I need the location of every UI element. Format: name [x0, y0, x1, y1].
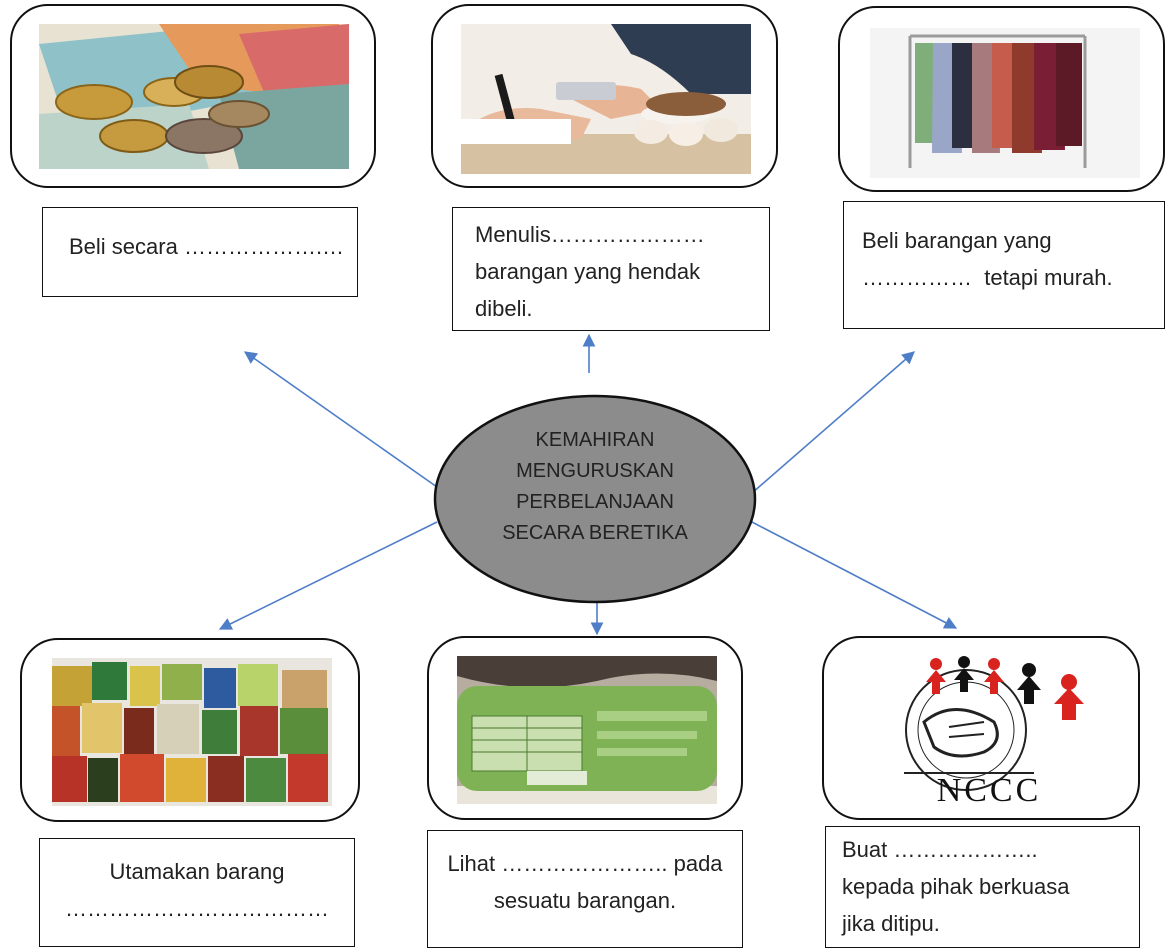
groceries-photo-icon	[52, 658, 332, 806]
central-line: PERBELANJAAN	[516, 491, 674, 513]
money-image-box	[10, 4, 376, 188]
complaint-caption-box: Buat ……………….. kepada pihak berkuasa jika…	[825, 826, 1140, 948]
central-line: KEMAHIRAN	[535, 429, 655, 451]
milk-label-photo-icon	[457, 656, 717, 804]
list-caption-line: Menulis…………………	[475, 222, 705, 247]
complaint-caption-line: Buat ………………..	[842, 837, 1038, 862]
complaint-caption-line: kepada pihak berkuasa	[842, 874, 1070, 899]
local-caption-line: Utamakan barang	[109, 859, 285, 884]
list-caption-line: barangan yang hendak	[475, 259, 701, 284]
complaint-caption-line: jika ditipu.	[842, 911, 940, 936]
central-topic-ellipse	[433, 394, 757, 604]
shopping-list-image-box	[431, 4, 778, 188]
clothes-image-box	[838, 6, 1165, 192]
list-caption-box: Menulis………………… barangan yang hendak dibe…	[452, 207, 770, 331]
nccc-logo-text: NCCC	[936, 772, 1042, 809]
arrow-to-clothes	[751, 351, 915, 494]
local-caption-line: ………………………………	[65, 896, 329, 921]
nccc-logo-image-box: NCCC	[822, 636, 1140, 820]
milk-label-image-box	[427, 636, 743, 820]
clothes-caption-box: Beli barangan yang …………… tetapi murah.	[843, 201, 1165, 329]
central-line: SECARA BERETIKA	[502, 522, 688, 544]
money-caption-line: Beli secara ……………….…	[69, 234, 345, 259]
local-caption-box: Utamakan barang ………………………………	[39, 838, 355, 947]
label-caption-box: Lihat ………………….. pada sesuatu barangan.	[427, 830, 743, 948]
clothes-caption-line: …………… tetapi murah.	[862, 265, 1113, 290]
shopping-list-photo-icon	[461, 24, 751, 174]
clothes-caption-line: Beli barangan yang	[862, 228, 1052, 253]
money-photo-icon	[39, 24, 349, 169]
arrow-to-local	[218, 521, 438, 630]
arrow-to-money	[243, 351, 438, 488]
arrow-to-complaint	[751, 521, 958, 629]
money-caption-box: Beli secara ……………….…	[42, 207, 358, 297]
clothes-rack-photo-icon	[870, 28, 1140, 178]
nccc-logo-icon	[854, 652, 1114, 808]
groceries-image-box	[20, 638, 360, 822]
label-caption-line: sesuatu barangan.	[493, 888, 677, 913]
list-caption-line: dibeli.	[475, 296, 533, 321]
central-topic-text: KEMAHIRAN MENGURUSKAN PERBELANJAAN SECAR…	[432, 425, 758, 549]
central-line: MENGURUSKAN	[516, 460, 674, 482]
label-caption-line: Lihat ………………….. pada	[447, 851, 723, 876]
